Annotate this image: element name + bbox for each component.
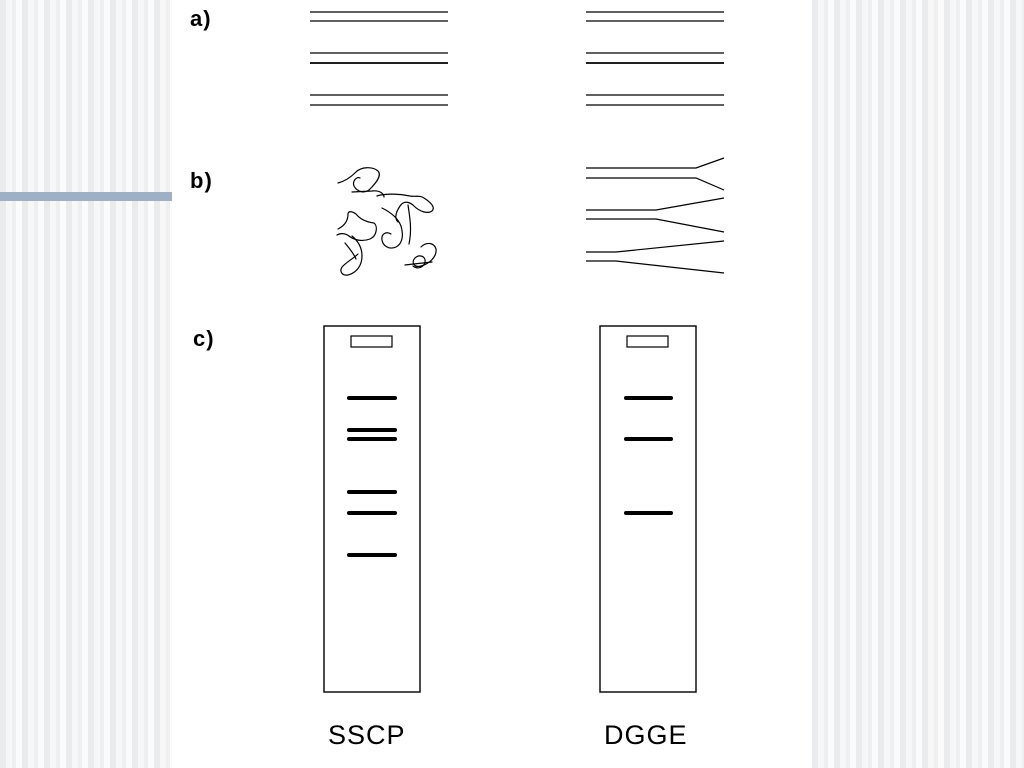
- dgge-bands: [624, 396, 673, 515]
- melting-strand: [586, 240, 725, 253]
- panel-b-single-strand-conformers: [336, 167, 437, 276]
- ssdna-conformer: [344, 242, 357, 260]
- left-accent-bar: [0, 192, 172, 201]
- background-stripes-left: [0, 0, 172, 768]
- sscp-gel-outline: [323, 325, 421, 693]
- panel-a-sscp-duplexes: [310, 11, 448, 106]
- panel-c-label: c): [193, 326, 215, 351]
- dgge-gel: [599, 325, 697, 693]
- ssdna-conformer: [340, 235, 363, 276]
- ssdna-conformer: [376, 193, 434, 223]
- dgge-gel-outline: [599, 325, 697, 693]
- panel-a-dgge-duplexes: [586, 11, 724, 106]
- background-stripes-right: [812, 0, 1024, 768]
- panel-b-melting-duplexes: [586, 157, 725, 274]
- panel-b-label: b): [190, 168, 213, 193]
- melting-strand: [586, 157, 725, 169]
- sscp-lane-label: SSCP: [328, 720, 406, 750]
- ssdna-conformer: [404, 261, 433, 266]
- sscp-sample-well: [350, 335, 393, 348]
- panel-a-label: a): [190, 6, 212, 31]
- figure-panel: [172, 0, 812, 768]
- sscp-bands: [347, 396, 397, 557]
- melting-strand: [586, 218, 725, 233]
- dgge-sample-well: [626, 335, 669, 348]
- ssdna-conformer: [337, 167, 380, 193]
- ssdna-conformer: [351, 190, 385, 198]
- melting-strand: [586, 260, 725, 274]
- ssdna-conformer: [381, 207, 403, 249]
- ssdna-conformer: [336, 211, 377, 242]
- dgge-lane-label: DGGE: [604, 720, 688, 750]
- sscp-gel: [323, 325, 421, 693]
- melting-strand: [586, 177, 725, 191]
- melting-strand: [586, 197, 725, 211]
- ssdna-conformer: [407, 204, 412, 245]
